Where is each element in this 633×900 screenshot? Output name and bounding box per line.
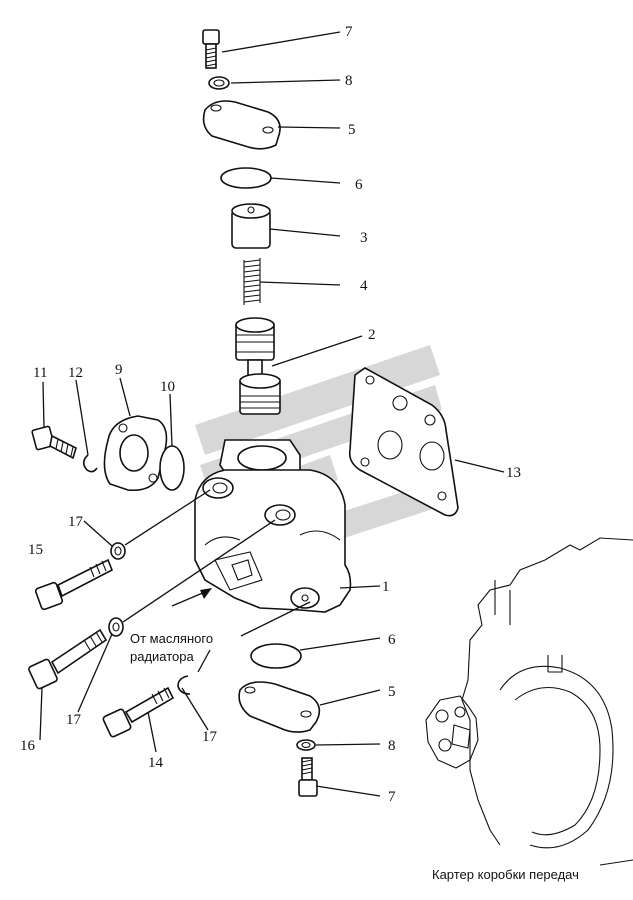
o-ring-part-10 — [159, 445, 185, 491]
cover-top-part-5 — [202, 100, 281, 150]
washer-part-17-a — [110, 542, 126, 560]
leader-lines — [39, 31, 505, 797]
bolt-part-16 — [28, 628, 108, 690]
bolt-part-11 — [31, 425, 77, 460]
washer-part-12 — [82, 454, 98, 473]
o-ring-bottom-part-6 — [250, 643, 302, 669]
label-8-bottom: 8 — [388, 738, 396, 754]
label-13: 13 — [506, 465, 521, 481]
transmission-case — [425, 537, 633, 866]
label-7-bottom: 7 — [388, 789, 396, 805]
label-14: 14 — [148, 755, 164, 771]
label-2: 2 — [368, 327, 376, 343]
label-17-a: 17 — [68, 514, 84, 530]
label-3: 3 — [360, 230, 368, 246]
label-17-c: 17 — [202, 729, 218, 745]
label-6-top: 6 — [355, 177, 363, 193]
valve-body-part-1 — [194, 439, 352, 613]
label-12: 12 — [68, 365, 83, 381]
label-17-b: 17 — [66, 712, 82, 728]
bolt-bottom-part-7 — [298, 757, 318, 797]
flange-part-9 — [103, 415, 168, 492]
bolt-top-part-7 — [202, 29, 220, 69]
bolt-part-15 — [34, 558, 114, 611]
bolt-part-14 — [102, 686, 175, 738]
label-6-bottom: 6 — [388, 632, 396, 648]
label-5-bottom: 5 — [388, 684, 396, 700]
cover-bottom-part-5 — [238, 681, 321, 733]
label-5-top: 5 — [348, 122, 356, 138]
o-ring-top-part-6 — [220, 167, 272, 189]
oil-flow-arrow — [171, 588, 212, 607]
label-9: 9 — [115, 362, 123, 378]
label-11: 11 — [33, 365, 47, 381]
label-16: 16 — [20, 738, 36, 754]
gasket-part-13 — [348, 367, 459, 517]
label-1: 1 — [382, 579, 390, 595]
caption-from-radiator-line2: радиатора — [130, 649, 195, 664]
cap-part-3 — [231, 203, 271, 249]
label-15: 15 — [28, 542, 43, 558]
label-7-top: 7 — [345, 24, 353, 40]
washer-part-17-b — [108, 617, 124, 637]
spring-part-4 — [243, 258, 261, 305]
washer-top-part-8 — [208, 76, 230, 90]
label-8-top: 8 — [345, 73, 353, 89]
caption-from-radiator-line1: От масляного — [130, 631, 213, 646]
valve-spool-part-2 — [235, 317, 281, 415]
label-10: 10 — [160, 379, 175, 395]
washer-bottom-part-8 — [296, 739, 316, 751]
caption-transmission-case: Картер коробки передач — [432, 867, 579, 882]
label-4: 4 — [360, 278, 368, 294]
